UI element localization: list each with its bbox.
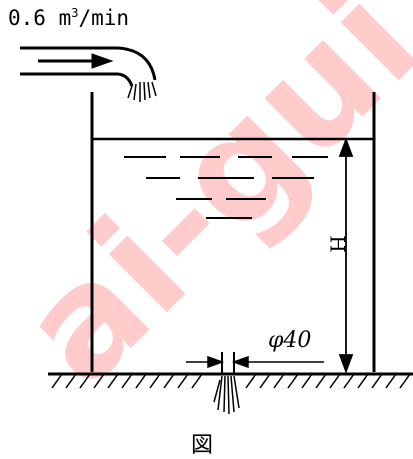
water-hatching	[124, 156, 328, 219]
inlet-pipe	[20, 46, 157, 87]
inlet-stream	[127, 81, 157, 102]
orifice-dimension	[186, 355, 324, 369]
figure-caption: 図	[191, 433, 214, 458]
orifice	[221, 352, 235, 374]
outlet-stream	[213, 375, 240, 415]
flow-rate-label: 0.6 m3/min	[8, 6, 130, 30]
orifice-diameter-label: φ40	[268, 328, 312, 353]
height-dimension	[338, 137, 354, 374]
ground	[48, 372, 413, 389]
height-label: H	[325, 235, 350, 253]
flow-arrow-icon	[38, 53, 114, 69]
